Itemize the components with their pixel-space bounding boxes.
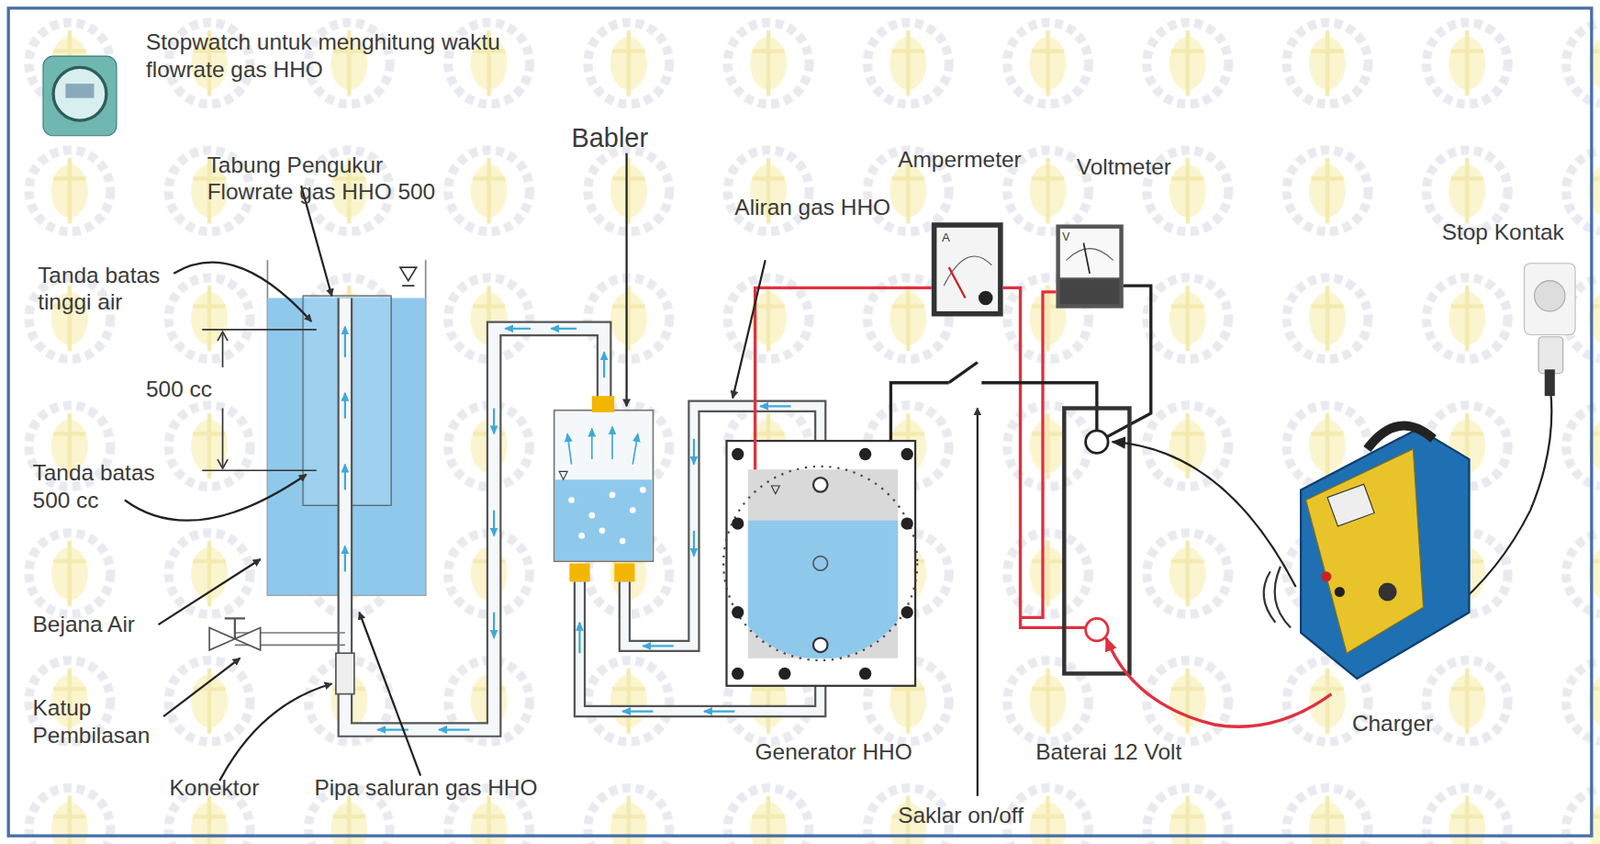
part-label: Saklar on/off: [897, 801, 1024, 829]
flow-label: Aliran gas HHO: [734, 193, 891, 222]
part-label: Katup Pembilasan: [33, 693, 177, 750]
callout-label: Tanda batas 500 cc: [33, 458, 177, 515]
dial-letter: A: [941, 230, 951, 246]
part-label: Bejana Air: [33, 610, 135, 638]
callout-label: Tanda batas tinggi air: [37, 261, 181, 317]
part-label: Pipa saluran gas HHO: [313, 773, 538, 802]
part-label: Voltmeter: [1076, 153, 1172, 181]
part-label: Generator HHO: [755, 738, 913, 766]
dimension-label: 500 cc: [145, 375, 213, 403]
note-text: Stopwatch untuk menghitung waktu flowrat…: [145, 28, 555, 84]
part-label: Baterai 12 Volt: [1035, 738, 1182, 766]
part-label: Tabung Pengukur Flowrate gas HHO 500: [207, 151, 463, 207]
dial-letter: V: [1062, 230, 1070, 245]
part-label: Charger: [1352, 709, 1433, 738]
part-label: Ampermeter: [897, 145, 1021, 174]
part-label: Konektor: [169, 773, 260, 802]
part-label: Babler: [571, 122, 649, 155]
part-label: Stop Kontak: [1442, 218, 1565, 247]
